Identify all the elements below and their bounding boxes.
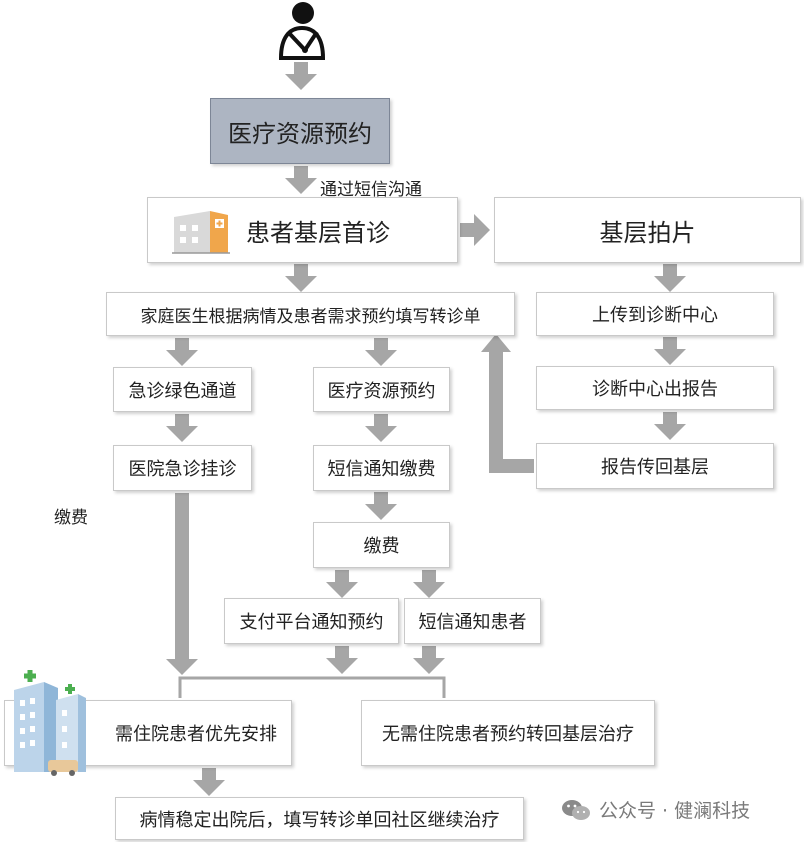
arrow-down — [285, 166, 317, 194]
pay-platform-box: 支付平台通知预约 — [224, 598, 399, 644]
payment-text: 缴费 — [363, 536, 400, 557]
emergency-channel-text: 急诊绿色通道 — [128, 380, 237, 402]
arrow-down — [365, 414, 397, 442]
hospital-emergency-box: 医院急诊挂诊 — [113, 445, 252, 491]
hospital-emergency-text: 医院急诊挂诊 — [128, 459, 237, 480]
appointment-mid-box: 医疗资源预约 — [313, 367, 450, 412]
referral-form-box: 家庭医生根据病情及患者需求预约填写转诊单 — [106, 292, 515, 336]
report-return-box: 报告传回基层 — [536, 443, 774, 489]
pay-platform-text: 支付平台通知预约 — [239, 612, 384, 633]
sms-patient-box: 短信通知患者 — [404, 598, 541, 644]
arrow-down-long — [166, 493, 198, 675]
arrow-down — [654, 412, 686, 440]
wechat-icon — [562, 799, 590, 820]
hospital-building-icon — [14, 670, 86, 776]
arrow-down — [166, 338, 198, 366]
primary-xray-box: 基层拍片 — [494, 197, 801, 263]
arrow-down — [413, 570, 445, 598]
referral-form-text: 家庭医生根据病情及患者需求预约填写转诊单 — [140, 306, 481, 327]
watermark: 公众号 · 健澜科技 — [561, 796, 750, 823]
arrow-down — [285, 62, 317, 90]
no-inpatient-text: 无需住院患者预约转回基层治疗 — [382, 724, 634, 745]
emergency-channel-box: 急诊绿色通道 — [113, 367, 252, 412]
clinic-building-icon — [172, 211, 230, 254]
center-report-text: 诊断中心出报告 — [592, 379, 718, 400]
discharge-text: 病情稳定出院后，填写转诊单回社区继续治疗 — [139, 809, 500, 831]
sms-payment-text: 短信通知缴费 — [327, 459, 436, 480]
arrow-down — [654, 264, 686, 292]
center-report-box: 诊断中心出报告 — [536, 366, 774, 410]
arrow-down — [326, 646, 358, 674]
sms-patient-text: 短信通知患者 — [418, 612, 527, 633]
arrow-down — [365, 338, 397, 366]
arrow-down — [285, 264, 317, 292]
doctor-icon — [278, 2, 326, 60]
sms-payment-box: 短信通知缴费 — [313, 445, 450, 491]
arrow-down — [413, 646, 445, 674]
discharge-box: 病情稳定出院后，填写转诊单回社区继续治疗 — [115, 797, 524, 840]
primary-visit-box: 患者基层首诊 — [147, 197, 458, 263]
primary-xray-text: 基层拍片 — [599, 218, 696, 247]
watermark-text: 公众号 · 健澜科技 — [599, 800, 751, 822]
arrow-right — [460, 214, 490, 246]
appointment-top-text: 医疗资源预约 — [228, 119, 372, 148]
arrow-down — [654, 337, 686, 365]
arrow-down — [326, 570, 358, 598]
report-return-text: 报告传回基层 — [601, 457, 709, 478]
appointment-mid-text: 医疗资源预约 — [327, 380, 436, 402]
upload-center-text: 上传到诊断中心 — [592, 305, 718, 326]
payment-box: 缴费 — [313, 522, 450, 568]
arrow-down — [166, 414, 198, 442]
payment-side-label: 缴费 — [54, 508, 88, 528]
appointment-top-box: 医疗资源预约 — [210, 98, 390, 164]
arrow-down — [193, 768, 225, 796]
upload-center-box: 上传到诊断中心 — [536, 292, 774, 336]
primary-visit-text: 患者基层首诊 — [246, 218, 390, 247]
arrow-down — [365, 492, 397, 520]
no-inpatient-box: 无需住院患者预约转回基层治疗 — [361, 700, 655, 766]
inpatient-text: 需住院患者优先安排 — [115, 724, 277, 745]
sms-communication-label: 通过短信沟通 — [320, 180, 422, 200]
